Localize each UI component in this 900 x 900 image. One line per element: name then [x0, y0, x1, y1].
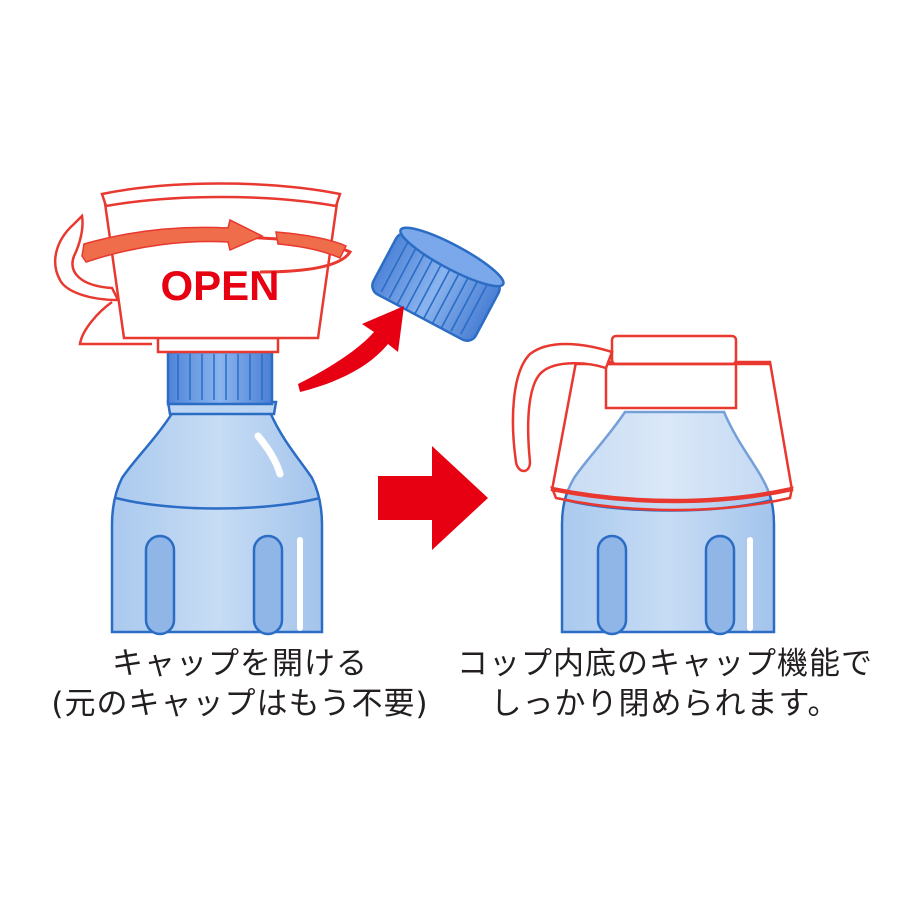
- removed-cap: [371, 226, 505, 342]
- rotation-arrow-icon: [81, 218, 264, 263]
- next-step-arrow-icon: [378, 446, 488, 550]
- step2-caption: コップ内底のキャップ機能で しっかり閉められます。: [440, 644, 890, 724]
- left-bottle: [110, 350, 324, 636]
- open-label: OPEN: [160, 262, 279, 309]
- step1-caption: キャップを開ける (元のキャップはもう不要): [30, 644, 450, 724]
- step2-caption-line1: コップ内底のキャップ機能で: [457, 646, 873, 682]
- left-bottle-neck: [166, 350, 274, 406]
- left-bottle-body: [110, 410, 324, 634]
- right-cup-handle: [511, 342, 614, 473]
- left-bottle-shoulder-line: [115, 496, 321, 510]
- left-cup-handle: [53, 213, 121, 302]
- step1-caption-line2: (元のキャップはもう不要): [51, 686, 429, 722]
- step2-caption-line2: しっかり閉められます。: [490, 686, 840, 722]
- right-cup: [511, 334, 794, 512]
- step1-caption-line1: キャップを開ける: [112, 646, 368, 682]
- left-cup: OPEN: [53, 182, 353, 354]
- curved-arrow-icon: [298, 306, 404, 392]
